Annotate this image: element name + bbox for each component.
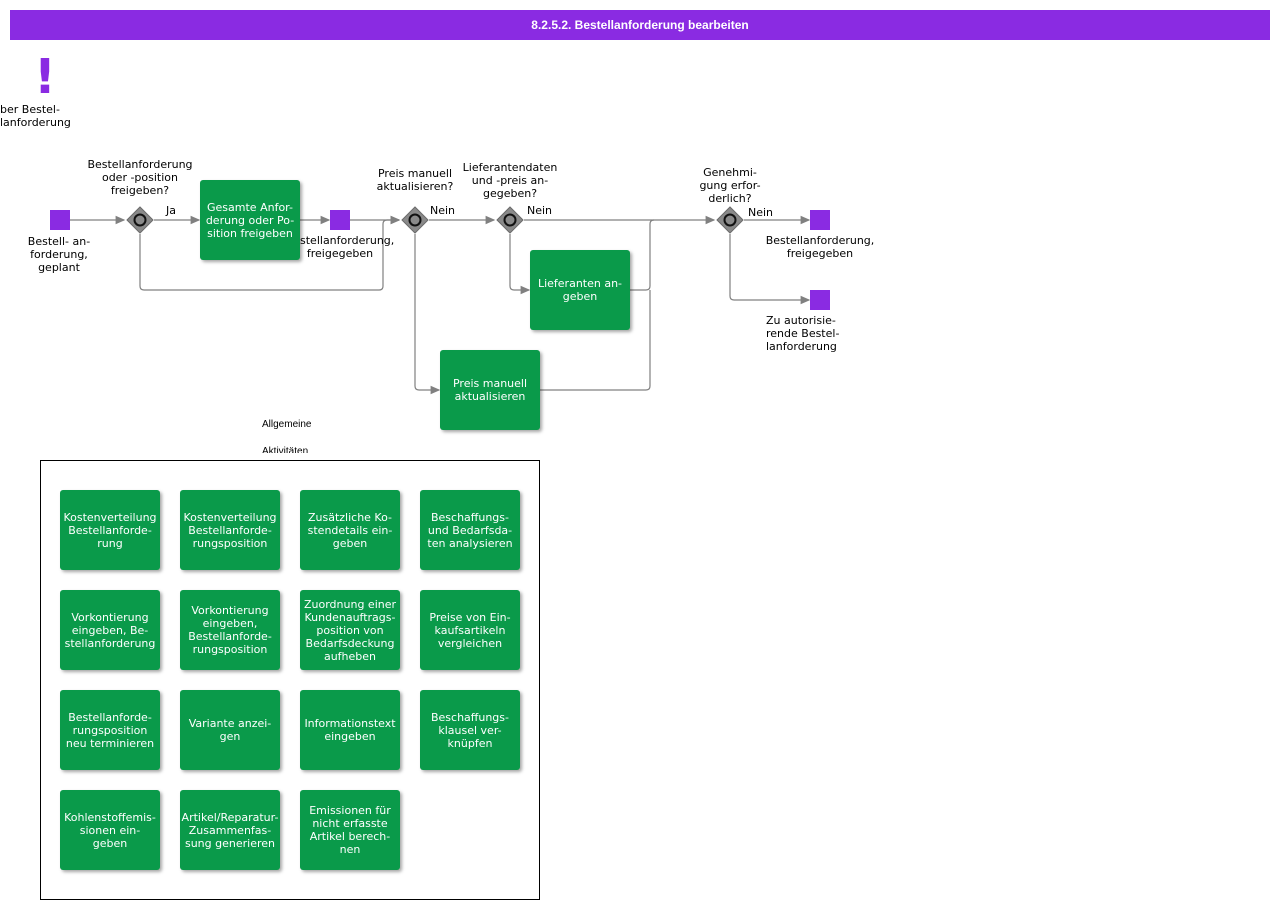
- activity-card[interactable]: Beschaffungs- klausel ver- knüpfen: [420, 690, 520, 770]
- activity-card[interactable]: Zusätzliche Ko- stendetails ein- geben: [300, 490, 400, 570]
- activity-card[interactable]: Kohlenstoffemis- sionen ein- geben: [60, 790, 160, 870]
- task-update-price[interactable]: Preis manuell aktualisieren: [440, 350, 540, 430]
- gateway-approval-decision-label: Genehmi- gung erfor- derlich?: [699, 166, 761, 205]
- gateway-approval-decision[interactable]: [716, 206, 744, 234]
- activity-card[interactable]: Beschaffungs- und Bedarfsda- ten analysi…: [420, 490, 520, 570]
- edge-label-nein-supplier: Nein: [527, 204, 553, 217]
- edge-label-nein-price: Nein: [430, 204, 456, 217]
- activity-card[interactable]: Zuordnung einer Kundenauftrags- position…: [300, 590, 400, 670]
- event-approved-mid[interactable]: [330, 210, 350, 230]
- activity-card[interactable]: Preise von Ein- kaufsartikeln vergleiche…: [420, 590, 520, 670]
- activity-card[interactable]: Bestellanforde- rungsposition neu termin…: [60, 690, 160, 770]
- exclamation-icon: !: [34, 49, 56, 105]
- end-event-approved-label: Bestellanforderung, freigegeben: [765, 234, 875, 260]
- activity-card[interactable]: Kostenverteilung Bestellanforde- rung: [60, 490, 160, 570]
- group-label-line1: Allgemeine: [262, 419, 312, 430]
- activity-card[interactable]: Emissionen für nicht erfasste Artikel be…: [300, 790, 400, 870]
- gateway-supplier-decision[interactable]: [496, 206, 524, 234]
- start-event-label: Bestell- an- forderung, geplant: [27, 235, 91, 274]
- gateway-release-decision[interactable]: [126, 206, 154, 234]
- gateway-release-decision-label: Bestellanforderung oder -position freige…: [87, 158, 193, 197]
- gateway-supplier-decision-label: Lieferantendaten und -preis an- gegeben?: [462, 161, 558, 200]
- activity-card[interactable]: Vorkontierung eingeben, Be- stellanforde…: [60, 590, 160, 670]
- note-label: ber Bestel- lanforderung: [0, 103, 71, 129]
- activity-card[interactable]: Variante anzei- gen: [180, 690, 280, 770]
- activity-card[interactable]: Artikel/Reparatur- Zusammenfas- sung gen…: [180, 790, 280, 870]
- start-event[interactable]: [50, 210, 70, 230]
- edge-label-nein-approval: Nein: [748, 206, 774, 219]
- activity-card[interactable]: Vorkontierung eingeben, Bestellanforde- …: [180, 590, 280, 670]
- task-supplier[interactable]: Lieferanten an- geben: [530, 250, 630, 330]
- edge-label-ja: Ja: [166, 204, 176, 217]
- activity-card[interactable]: Kostenverteilung Bestellanforde- rungspo…: [180, 490, 280, 570]
- activity-card[interactable]: Informationstext eingeben: [300, 690, 400, 770]
- gateway-price-decision-label: Preis manuell aktualisieren?: [376, 167, 454, 193]
- event-approved-mid-label: Bestellanforderung, freigegeben: [285, 234, 395, 260]
- general-activities-group: [40, 460, 540, 900]
- task-release[interactable]: Gesamte Anfor- derung oder Po- sition fr…: [200, 180, 300, 260]
- group-label-line2: Aktivitäten: [262, 446, 309, 453]
- diagram-title: 8.2.5.2. Bestellanforderung bearbeiten: [10, 10, 1270, 40]
- end-event-approved[interactable]: [810, 210, 830, 230]
- gateway-price-decision[interactable]: [401, 206, 429, 234]
- end-event-to-authorize[interactable]: [810, 290, 830, 310]
- end-event-to-authorize-label: Zu autorisie- rende Bestel- lanforderung: [766, 314, 840, 353]
